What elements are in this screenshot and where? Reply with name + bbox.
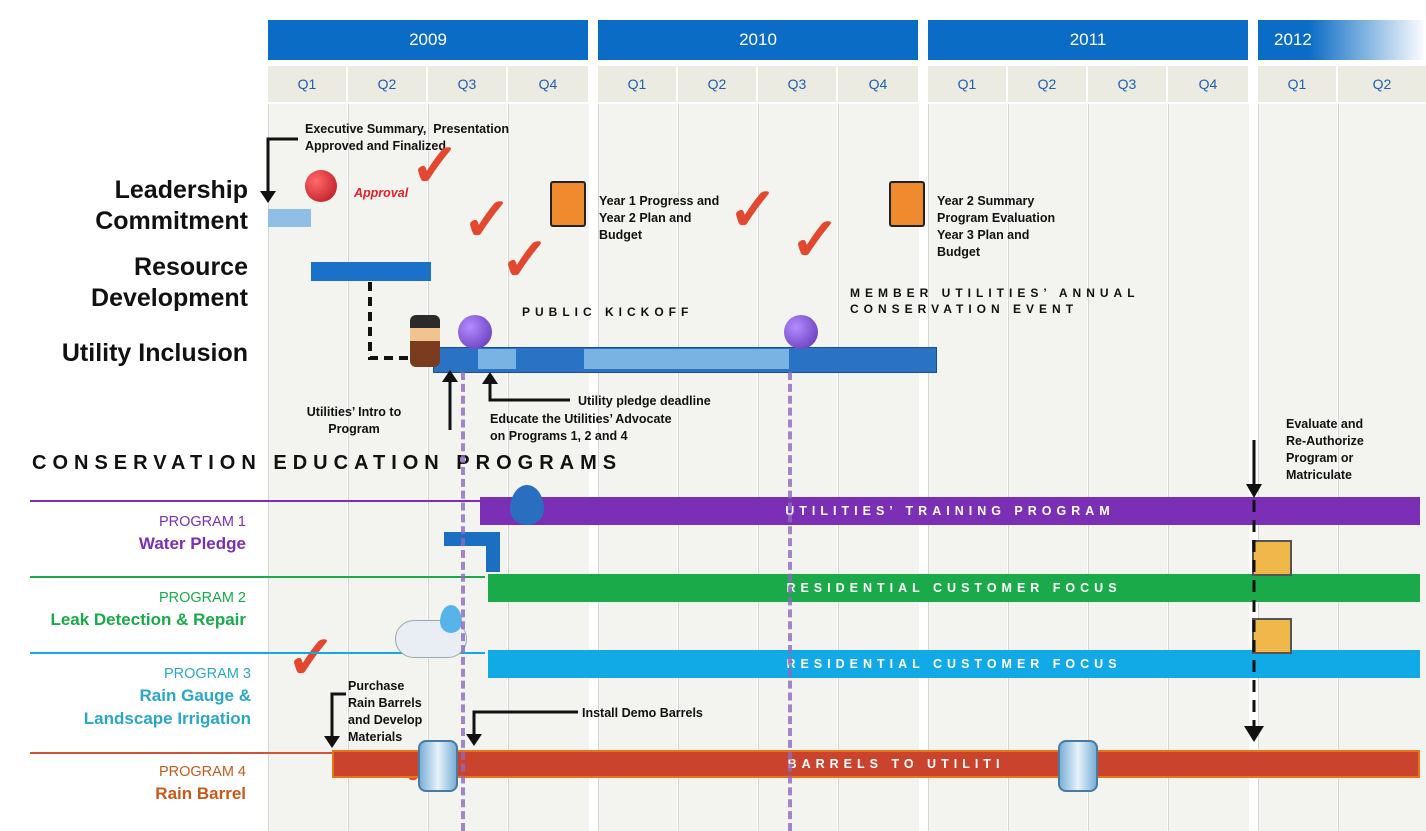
grid-column — [1008, 104, 1087, 831]
public-kickoff-label: PUBLIC KICKOFF — [522, 305, 694, 319]
program1-line — [30, 500, 485, 502]
program2-line — [30, 576, 485, 578]
leadership-bar — [268, 209, 311, 227]
program4-label: PROGRAM 4 Rain Barrel — [20, 762, 246, 806]
quarter-header: Q1 — [1258, 66, 1336, 102]
program2-label: PROGRAM 2 Leak Detection & Repair — [0, 588, 246, 632]
year-2009-header: 2009 — [268, 20, 588, 60]
year-2010-header: 2010 — [598, 20, 918, 60]
quarter-header: Q2 — [348, 66, 426, 102]
quarter-header: Q2 — [678, 66, 756, 102]
connector-arrow — [368, 282, 420, 360]
faucet-icon — [444, 532, 500, 572]
program2-name: Leak Detection & Repair — [50, 610, 246, 629]
utility-arrows — [442, 370, 570, 430]
utility-inclusion-segment — [584, 349, 789, 369]
grid-column — [758, 104, 837, 831]
approval-pin-icon — [305, 170, 337, 202]
quarter-header: Q2 — [1338, 66, 1426, 102]
section-title: CONSERVATION EDUCATION PROGRAMS — [32, 452, 623, 474]
quarter-header: Q4 — [508, 66, 588, 102]
milestone-line — [461, 372, 465, 831]
grid-column — [1258, 104, 1337, 831]
program4-band: BARRELS TO UTILITI — [332, 750, 1420, 778]
quarter-header: Q4 — [1168, 66, 1248, 102]
event-pin-icon — [784, 315, 818, 349]
document-icon — [550, 181, 586, 227]
quarter-header: Q4 — [838, 66, 918, 102]
grid-column — [1088, 104, 1167, 831]
check-icon: ✓ — [462, 186, 513, 253]
quarter-header: Q3 — [758, 66, 836, 102]
check-icon: ✓ — [410, 132, 461, 199]
check-icon: ✓ — [286, 624, 337, 691]
program4-name: Rain Barrel — [155, 784, 246, 803]
category-utility: Utility Inclusion — [61, 339, 248, 367]
program3-num: PROGRAM 3 — [163, 666, 251, 682]
program1-band: UTILITIES’ TRAINING PROGRAM — [480, 497, 1420, 525]
document-icon — [889, 181, 925, 227]
raindrop-icon — [440, 605, 462, 633]
water-drop-icon — [510, 485, 544, 525]
program1-label: PROGRAM 1 Water Pledge — [20, 512, 246, 556]
leadership-arrow — [260, 137, 298, 203]
graduate-icon — [410, 315, 440, 367]
year-2012-header: 2012 — [1258, 20, 1426, 60]
grid-column — [928, 104, 1007, 831]
check-icon: ✓ — [728, 176, 779, 243]
evaluate-arrow — [1244, 440, 1264, 742]
barrel-icon — [418, 740, 458, 792]
grid-column — [598, 104, 677, 831]
purchase-arrow — [324, 692, 346, 748]
install-demo-note: Install Demo Barrels — [582, 706, 703, 720]
grid-column — [428, 104, 507, 831]
house-icon — [1252, 618, 1292, 654]
kickoff-pin-icon — [458, 315, 492, 349]
program3-line — [30, 652, 485, 654]
program1-num: PROGRAM 1 — [158, 514, 246, 530]
grid-column — [678, 104, 757, 831]
grid-column — [1168, 104, 1249, 831]
pledge-deadline-note: Utility pledge deadline — [578, 394, 711, 408]
quarter-header: Q1 — [928, 66, 1006, 102]
program2-num: PROGRAM 2 — [158, 590, 246, 606]
check-icon: ✓ — [500, 226, 551, 293]
approval-label: Approval — [354, 186, 409, 200]
install-arrow — [466, 710, 578, 746]
resource-bar — [311, 262, 431, 281]
quarter-header: Q3 — [1088, 66, 1166, 102]
year-2011-header: 2011 — [928, 20, 1248, 60]
quarter-header: Q1 — [268, 66, 346, 102]
program1-name: Water Pledge — [138, 534, 246, 553]
quarter-header: Q3 — [428, 66, 506, 102]
program4-num: PROGRAM 4 — [158, 764, 246, 780]
program3-band: RESIDENTIAL CUSTOMER FOCUS — [488, 650, 1420, 678]
house-icon — [1252, 540, 1292, 576]
milestone-line — [788, 372, 792, 831]
check-icon: ✓ — [790, 206, 841, 273]
barrel-icon — [1058, 740, 1098, 792]
program2-band: RESIDENTIAL CUSTOMER FOCUS — [488, 574, 1420, 602]
quarter-header: Q2 — [1008, 66, 1086, 102]
grid-column — [348, 104, 427, 831]
utility-inclusion-segment — [478, 349, 516, 369]
grid-column — [1338, 104, 1426, 831]
program4-line — [30, 752, 335, 754]
quarter-header: Q1 — [598, 66, 676, 102]
